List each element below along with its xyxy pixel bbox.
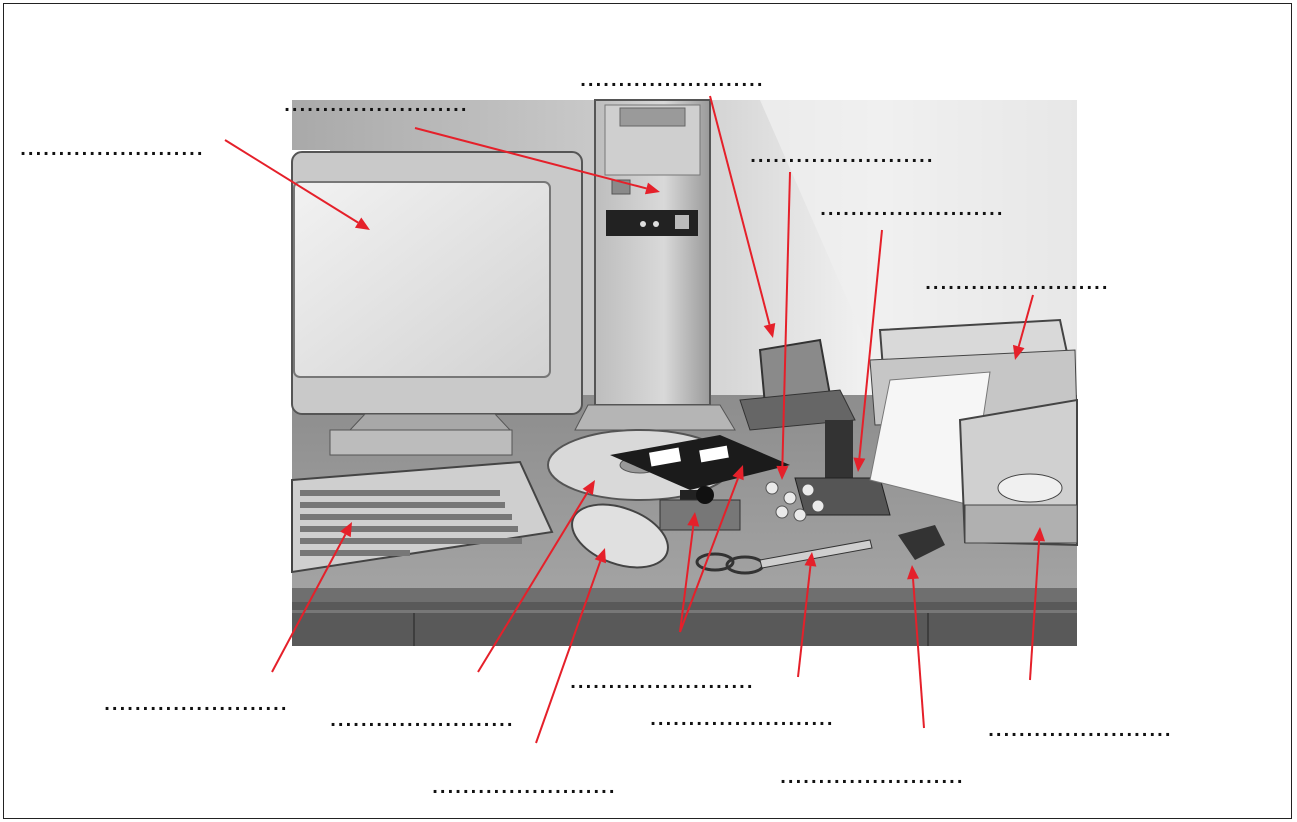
mouse-label-blank[interactable]: ........................ xyxy=(432,780,616,796)
cd-label-blank[interactable]: ........................ xyxy=(330,713,514,729)
upper-right-label-blank[interactable]: ........................ xyxy=(750,149,934,165)
printer-label-blank[interactable]: ........................ xyxy=(925,276,1109,292)
keyboard-label-blank[interactable]: ........................ xyxy=(104,697,288,713)
monitor-label-blank[interactable]: ........................ xyxy=(20,142,204,158)
top-center-label-blank[interactable]: ........................ xyxy=(580,73,764,89)
eraser-label-blank[interactable]: ........................ xyxy=(780,770,964,786)
mid-right-label-blank[interactable]: ........................ xyxy=(820,202,1004,218)
computer-tower xyxy=(575,100,735,430)
tape-label-blank[interactable]: ........................ xyxy=(988,723,1172,739)
tower-label-blank[interactable]: ........................ xyxy=(284,98,468,114)
sharpener-label-blank[interactable]: ........................ xyxy=(650,712,834,728)
floppy-label-blank[interactable]: ........................ xyxy=(570,675,754,691)
monitor xyxy=(292,152,582,455)
tape-dispenser xyxy=(960,400,1077,545)
